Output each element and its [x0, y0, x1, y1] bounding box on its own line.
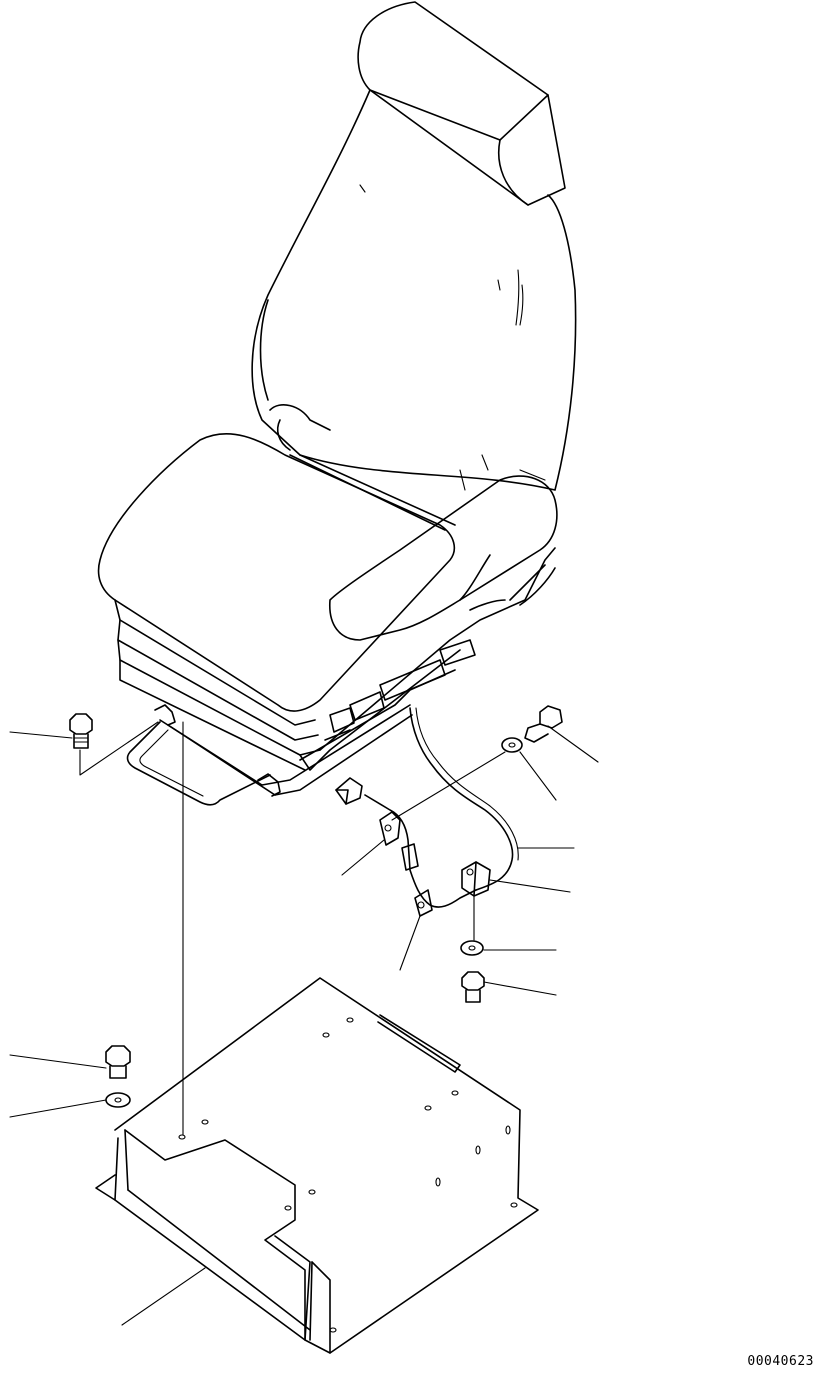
seat-mounting-bracket [95, 977, 539, 1354]
harness-wire-loop [364, 794, 477, 908]
leader-line-top-left-bolt [9, 731, 73, 739]
inline-connector [401, 843, 419, 871]
headrest [357, 1, 566, 206]
bolt-top-right [524, 705, 563, 743]
leader-line-lower-washer [9, 1099, 107, 1118]
washer-top-right [501, 737, 523, 753]
leader-line-washer-to-clamp [391, 751, 506, 821]
seat-suspension [114, 547, 556, 771]
bolt-lower-left [105, 1045, 131, 1079]
leader-line-mid-bolt [483, 981, 557, 996]
leader-line-clamp-1 [341, 839, 385, 876]
clamp-1 [379, 811, 401, 846]
seat-frame-rod [126, 721, 271, 806]
clamp-3 [461, 861, 491, 897]
leader-line-clamp-3 [489, 879, 571, 893]
leader-lines [9, 721, 599, 1326]
leader-line-clamp-2 [399, 915, 421, 971]
leader-line-seat-rail [79, 721, 159, 776]
leader-line-lower-bolt [9, 1054, 107, 1069]
backrest [251, 89, 577, 491]
leader-line-bracket [121, 1267, 206, 1326]
bolt-top-left [69, 713, 93, 749]
washer-lower-left [105, 1092, 131, 1108]
operator-seat [97, 1, 577, 806]
washer-mid-right [460, 940, 484, 956]
wiring-harness [335, 707, 519, 917]
drawing-code: 00040623 [747, 1354, 814, 1369]
clamp-2 [414, 889, 433, 917]
armrest [329, 469, 558, 641]
leader-line-top-right-bolt [547, 725, 599, 763]
seat-cushion [97, 404, 456, 712]
slide-rail [154, 704, 413, 797]
leader-line-top-right-washer [519, 751, 557, 801]
bolt-mid-right [461, 971, 485, 1003]
harness-connector [335, 777, 363, 805]
